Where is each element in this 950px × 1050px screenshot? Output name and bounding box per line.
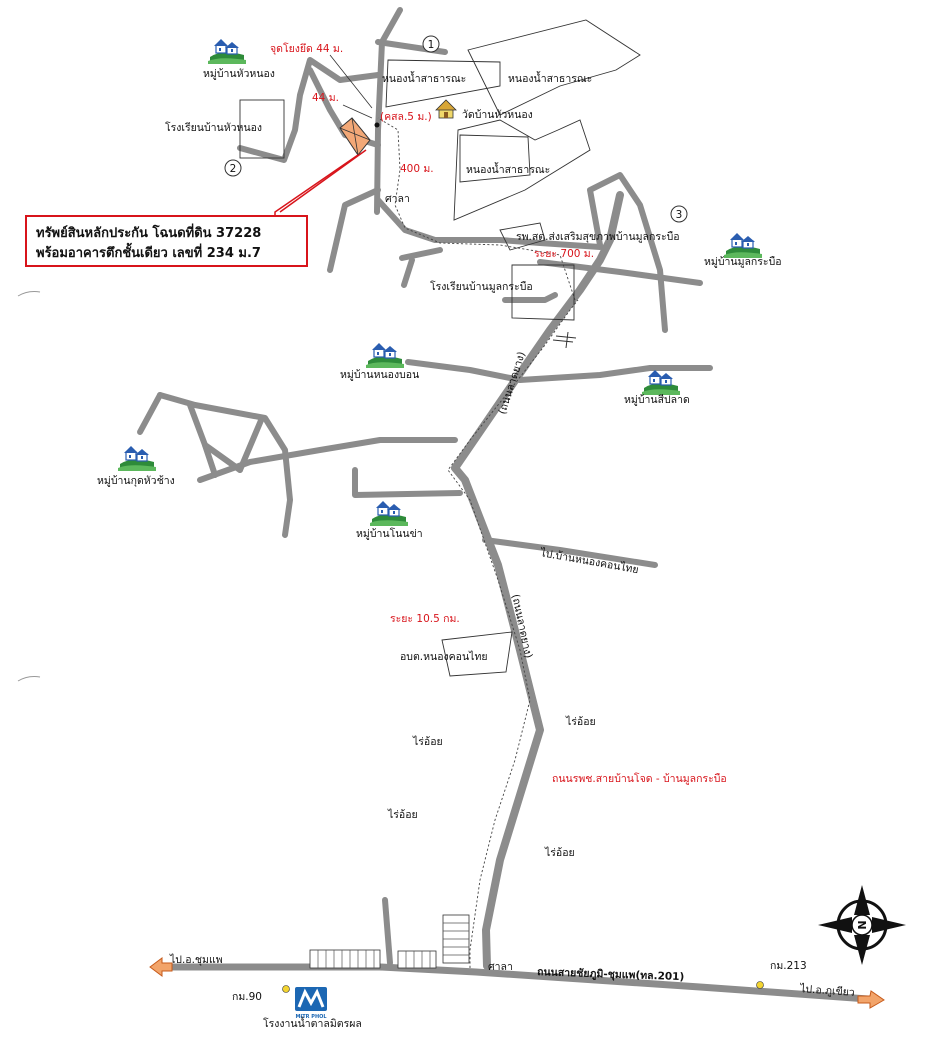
village-si-plat-icon [641,369,681,396]
main-local-road-label: ถนนรพช.สายบ้านโจด - บ้านมูลกระบือ [552,772,727,785]
road-mun-krabue-2 [502,292,558,303]
to-chum-phae-label: ไป.อ.ชุมแพ [169,953,223,966]
temple-block [453,119,591,221]
sugarcane-label-3: ไร่อ้อย [387,808,418,821]
village-kut-hua-chang-label: หมู่บ้านกุดหัวช้าง [97,475,175,487]
village-hua-nong-icon [207,38,247,65]
pond3-outline [459,134,531,183]
pond-3-label: หนองน้ำสาธารณะ [466,162,550,176]
marker-2: 2 [224,159,242,177]
road-west-2 [137,392,163,435]
pond-1-label: หนองน้ำสาธารณะ [382,71,466,85]
road-west-loop [157,392,293,538]
village-mun-krabue-label: หมู่บ้านมูลกระบือ [704,255,782,268]
labels: จุดโยงยึด 44 ม. 44 ม. (คสล.5 ม.) 400 ม. … [97,42,855,1030]
km-90-marker [282,985,290,993]
junction-44-label: จุดโยงยึด 44 ม. [270,42,343,55]
svg-text:3: 3 [676,209,683,221]
temple-label: วัดบ้านหัวหนอง [462,109,533,121]
pond2-outline [467,19,641,116]
lane-44-label: 44 ม. [312,92,339,104]
road-west-4 [237,415,265,473]
marker-3: 3 [670,205,688,223]
sugarcane-label-2: ไร่อ้อย [412,735,443,748]
village-hua-nong-label: หมู่บ้านหัวหนอง [203,68,275,80]
temple-icon [435,99,457,119]
school-hua-nong-label: โรงเรียนบ้านหัวหนอง [165,121,262,134]
village-mun-krabue-icon [723,232,763,259]
village-nong-bon-icon [365,342,405,369]
anchor-point [374,122,380,128]
road-school-link [399,247,443,261]
road-sala-west [327,187,381,273]
parcel-outlines [239,19,641,969]
school-hua-nong-block [239,99,285,159]
mitr-phol-logo: MITR PHOL [295,987,327,1020]
village-non-kha-icon [369,500,409,527]
road-south-spur [382,897,393,966]
to-phu-khiao-label: ไป.อ.ภูเขียว [799,982,856,999]
to-nong-khon-thai-label: ไป.บ้านหนองคอนไทย [538,546,639,576]
road-sala-east [375,197,603,250]
mitr-phol-logo-text: MITR PHOL [295,1014,327,1020]
road-non-kha [352,467,463,498]
sugar-factory-label: โรงงานน้ำตาลมิตรผล [263,1016,362,1030]
pond1-outline [385,59,501,108]
km-213-marker [756,981,764,989]
village-si-plat-label: หมู่บ้านสีปลาด [624,393,690,406]
collateral-box [25,215,308,267]
road-west-3 [187,402,218,478]
school-mun-krabue-label: โรงเรียนบ้านมูลกระบือ [430,280,533,293]
sala-bottom-label: ศาลา [488,961,513,973]
school-mun-krabue-block [511,264,575,321]
route-dashed-line [447,299,579,968]
sugarcane-label-4: ไร่อ้อย [544,846,575,859]
road-school-south [401,257,415,288]
road-nong-bon [405,359,713,383]
health-center-label: รพ.สต.ส่งเสริมสุขภาพบ้านมูลกระบือ [516,230,680,243]
distance-400-label: 400 ม. [400,163,434,175]
compass-north: N [855,920,868,929]
pond-2-label: หนองน้ำสาธารณะ [508,71,592,85]
collateral-line-2: พร้อมอาคารตึกชั้นเดียว เลขที่ 234 ม.7 [36,242,261,261]
arrow-to-phu-khiao [857,990,885,1009]
village-kut-hua-chang-icon [117,445,157,472]
km-90-label: กม.90 [232,991,262,1003]
road-mun-krabue-north [587,172,668,333]
svg-text:1: 1 [428,39,435,51]
road-west-5 [202,442,243,473]
sala-top-label: ศาลา [385,193,410,205]
main-local-road [451,191,624,970]
marker-1: 1 [422,35,440,53]
arrow-to-chum-phae [149,957,173,977]
paved-5m-label: (คสล.5 ม.) [380,111,432,123]
sugarcane-label-1: ไร่อ้อย [565,715,596,728]
distance-700-label: ระยะ 700 ม. [534,248,594,260]
svg-text:2: 2 [230,163,237,175]
village-non-kha-label: หมู่บ้านโนนข่า [356,527,423,540]
road-hua-nong-loop [237,57,381,163]
collateral-line-1: ทรัพย์สินหลักประกัน โฉนดที่ดิน 37228 [36,223,261,241]
bridge-marks [552,331,577,349]
road-to-nong-khon-thai [482,537,658,568]
road-west-main [197,437,458,483]
paved-road-label-1: (ถนนลาดยาง) [496,350,528,416]
distance-10-5-label: ระยะ 10.5 กม. [390,613,460,625]
km-213-label: กม.213 [770,960,807,972]
road-top-left-vertical [374,7,403,215]
village-nong-bon-label: หมู่บ้านหนองบอน [340,369,419,381]
tao-block [441,631,513,677]
compass-rose: N [818,885,906,965]
health-center-block [499,222,546,251]
route-dashed-line-upper [377,117,576,301]
tao-nong-khon-thai-label: อบต.หนองคอนไทย [400,650,488,663]
highway-201-road [158,963,872,1003]
